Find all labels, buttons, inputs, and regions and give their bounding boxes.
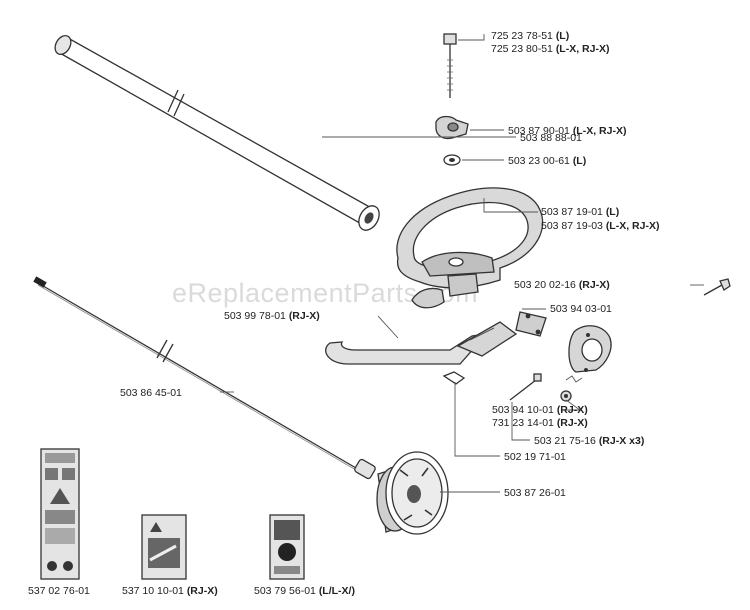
bolt-drawing (443, 33, 457, 98)
callout-decal-3: 503 79 56-01 (L/L-X/) (254, 585, 355, 597)
leader-lines (220, 34, 704, 493)
callout-bracket: 503 94 10-01 (RJ-X) 731 23 14-01 (RJ-X) (492, 404, 588, 429)
callout-knob: 503 87 90-01 (L-X, RJ-X) (508, 125, 626, 137)
decal-1-drawing (40, 448, 80, 580)
drive-shaft-drawing (33, 276, 376, 480)
svg-text:503 94 10-01 (RJ-X): 503 94 10-01 (RJ-X) (492, 404, 588, 416)
svg-text:503 79 56-01 (L/L-X/): 503 79 56-01 (L/L-X/) (254, 585, 355, 597)
bracket-nut-drawing (560, 390, 572, 402)
callout-loop-handle: 503 87 19-01 (L) 503 87 19-03 (L-X, RJ-X… (541, 206, 659, 232)
svg-text:537 02 76-01: 537 02 76-01 (28, 585, 90, 597)
svg-text:503 87 90-01 (L-X, RJ-X): 503 87 90-01 (L-X, RJ-X) (508, 125, 626, 137)
washer-drawing (443, 154, 461, 166)
callout-decal-2: 537 10 10-01 (RJ-X) (122, 585, 218, 597)
svg-text:503 86 45-01: 503 86 45-01 (120, 387, 182, 399)
knob-drawing (435, 115, 469, 140)
callout-clamp: 503 94 03-01 (550, 303, 612, 315)
callout-guard: 503 87 26-01 (504, 487, 566, 499)
svg-text:503 23 00-61 (L): 503 23 00-61 (L) (508, 155, 586, 167)
bracket-drawing (565, 325, 612, 383)
callout-decal-1: 537 02 76-01 (28, 585, 90, 597)
svg-text:503 20 02-16 (RJ-X): 503 20 02-16 (RJ-X) (514, 279, 610, 291)
svg-text:725 23 80-51 (L-X, RJ-X): 725 23 80-51 (L-X, RJ-X) (491, 43, 609, 55)
svg-text:503 87 19-03 (L-X, RJ-X): 503 87 19-03 (L-X, RJ-X) (541, 220, 659, 232)
guard-drawing (376, 451, 449, 535)
svg-text:731 23 14-01 (RJ-X): 731 23 14-01 (RJ-X) (492, 417, 588, 429)
nut-drawing (442, 371, 466, 385)
svg-text:503 99 78-01 (RJ-X): 503 99 78-01 (RJ-X) (224, 310, 320, 322)
svg-text:537 10 10-01 (RJ-X): 537 10 10-01 (RJ-X) (122, 585, 218, 597)
svg-text:503 87 19-01 (L): 503 87 19-01 (L) (541, 206, 619, 218)
callout-washer: 503 23 00-61 (L) (508, 155, 586, 167)
svg-text:725 23 78-51 (L): 725 23 78-51 (L) (491, 30, 569, 42)
decal-2-drawing (141, 514, 187, 580)
svg-text:503 88 88-01: 503 88 88-01 (520, 132, 582, 144)
callout-bolt: 725 23 78-51 (L) 725 23 80-51 (L-X, RJ-X… (491, 30, 609, 55)
callout-drive-shaft: 503 86 45-01 (120, 387, 182, 399)
svg-text:502 19 71-01: 502 19 71-01 (504, 451, 566, 463)
svg-text:503 94 03-01: 503 94 03-01 (550, 303, 612, 315)
callout-screw-right: 503 20 02-16 (RJ-X) (514, 279, 610, 291)
decal-3-drawing (269, 514, 305, 580)
shaft-tube-drawing (54, 35, 380, 231)
callout-screws: 503 21 75-16 (RJ-X x3) (534, 435, 644, 447)
callout-tube: 503 88 88-01 (520, 132, 582, 144)
loop-handle-drawing (396, 187, 544, 309)
svg-text:503 21 75-16 (RJ-X x3): 503 21 75-16 (RJ-X x3) (534, 435, 644, 447)
screws-drawing (509, 373, 542, 401)
bike-handle-drawing (325, 321, 518, 365)
callout-bike-handle: 503 99 78-01 (RJ-X) (224, 310, 320, 322)
callout-nut: 502 19 71-01 (504, 451, 566, 463)
right-screw-drawing (703, 278, 731, 296)
clamp-drawing (515, 311, 547, 337)
svg-text:503 87 26-01: 503 87 26-01 (504, 487, 566, 499)
